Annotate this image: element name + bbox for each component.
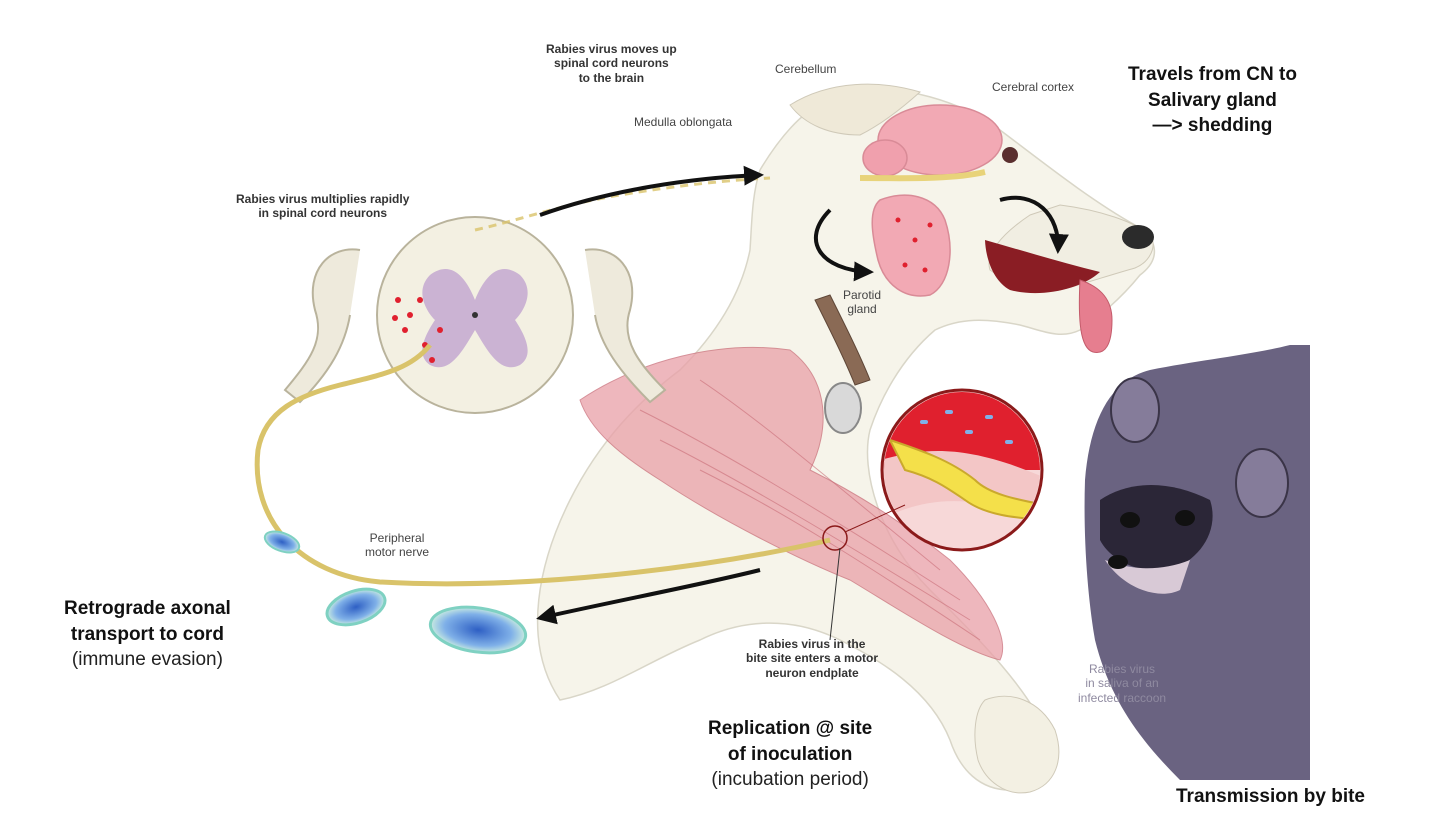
neuromuscular-junction-zoom bbox=[822, 388, 1044, 641]
label-bite-site: Rabies virus in the bite site enters a m… bbox=[746, 637, 879, 680]
arrow-retrograde bbox=[536, 568, 761, 625]
label-medulla-oblongata: Medulla oblongata bbox=[634, 115, 733, 129]
brainstem bbox=[859, 169, 986, 182]
label-multiplies: Rabies virus multiplies rapidly in spina… bbox=[236, 192, 410, 221]
dog-tongue bbox=[1078, 279, 1113, 354]
nerve-to-brain bbox=[474, 176, 771, 232]
note-replication: Replication @ site of inoculation (incub… bbox=[708, 718, 873, 791]
arrow-to-brain bbox=[539, 165, 764, 217]
virion-small bbox=[263, 530, 301, 554]
note-travels: Travels from CN to Salivary gland —> she… bbox=[1128, 64, 1297, 137]
label-raccoon-saliva: Rabies virus in saliva of an infected ra… bbox=[1078, 662, 1167, 705]
dog-ear bbox=[789, 83, 921, 136]
spinal-cord-section bbox=[283, 216, 667, 414]
shoulder-muscle bbox=[579, 346, 1004, 661]
arrow-to-parotid bbox=[813, 208, 874, 282]
dog-eye bbox=[1002, 147, 1018, 163]
parotid-gland bbox=[871, 194, 951, 297]
dog-nose bbox=[1122, 225, 1154, 249]
peripheral-motor-nerve bbox=[254, 343, 831, 587]
note-transmission: Transmission by bite bbox=[1176, 786, 1365, 807]
label-peripheral-nerve: Peripheral motor nerve bbox=[365, 531, 430, 560]
label-cerebral-cortex: Cerebral cortex bbox=[992, 80, 1075, 94]
label-cerebellum: Cerebellum bbox=[775, 62, 837, 76]
virion-large bbox=[428, 605, 528, 655]
dog-paw bbox=[974, 695, 1060, 794]
arrow-to-mouth bbox=[999, 195, 1069, 254]
dog-mouth bbox=[985, 240, 1100, 294]
label-spinal-up: Rabies virus moves up spinal cord neuron… bbox=[546, 42, 677, 85]
raccoon bbox=[1084, 345, 1310, 780]
dog-collar bbox=[814, 294, 871, 386]
label-parotid-gland: Parotid gland bbox=[843, 288, 882, 317]
cerebellum bbox=[862, 139, 908, 177]
virion-medium bbox=[325, 587, 387, 627]
virus-dots-parotid bbox=[895, 217, 933, 273]
collar-tag bbox=[824, 382, 862, 434]
note-retrograde: Retrograde axonal transport to cord (imm… bbox=[64, 598, 231, 671]
